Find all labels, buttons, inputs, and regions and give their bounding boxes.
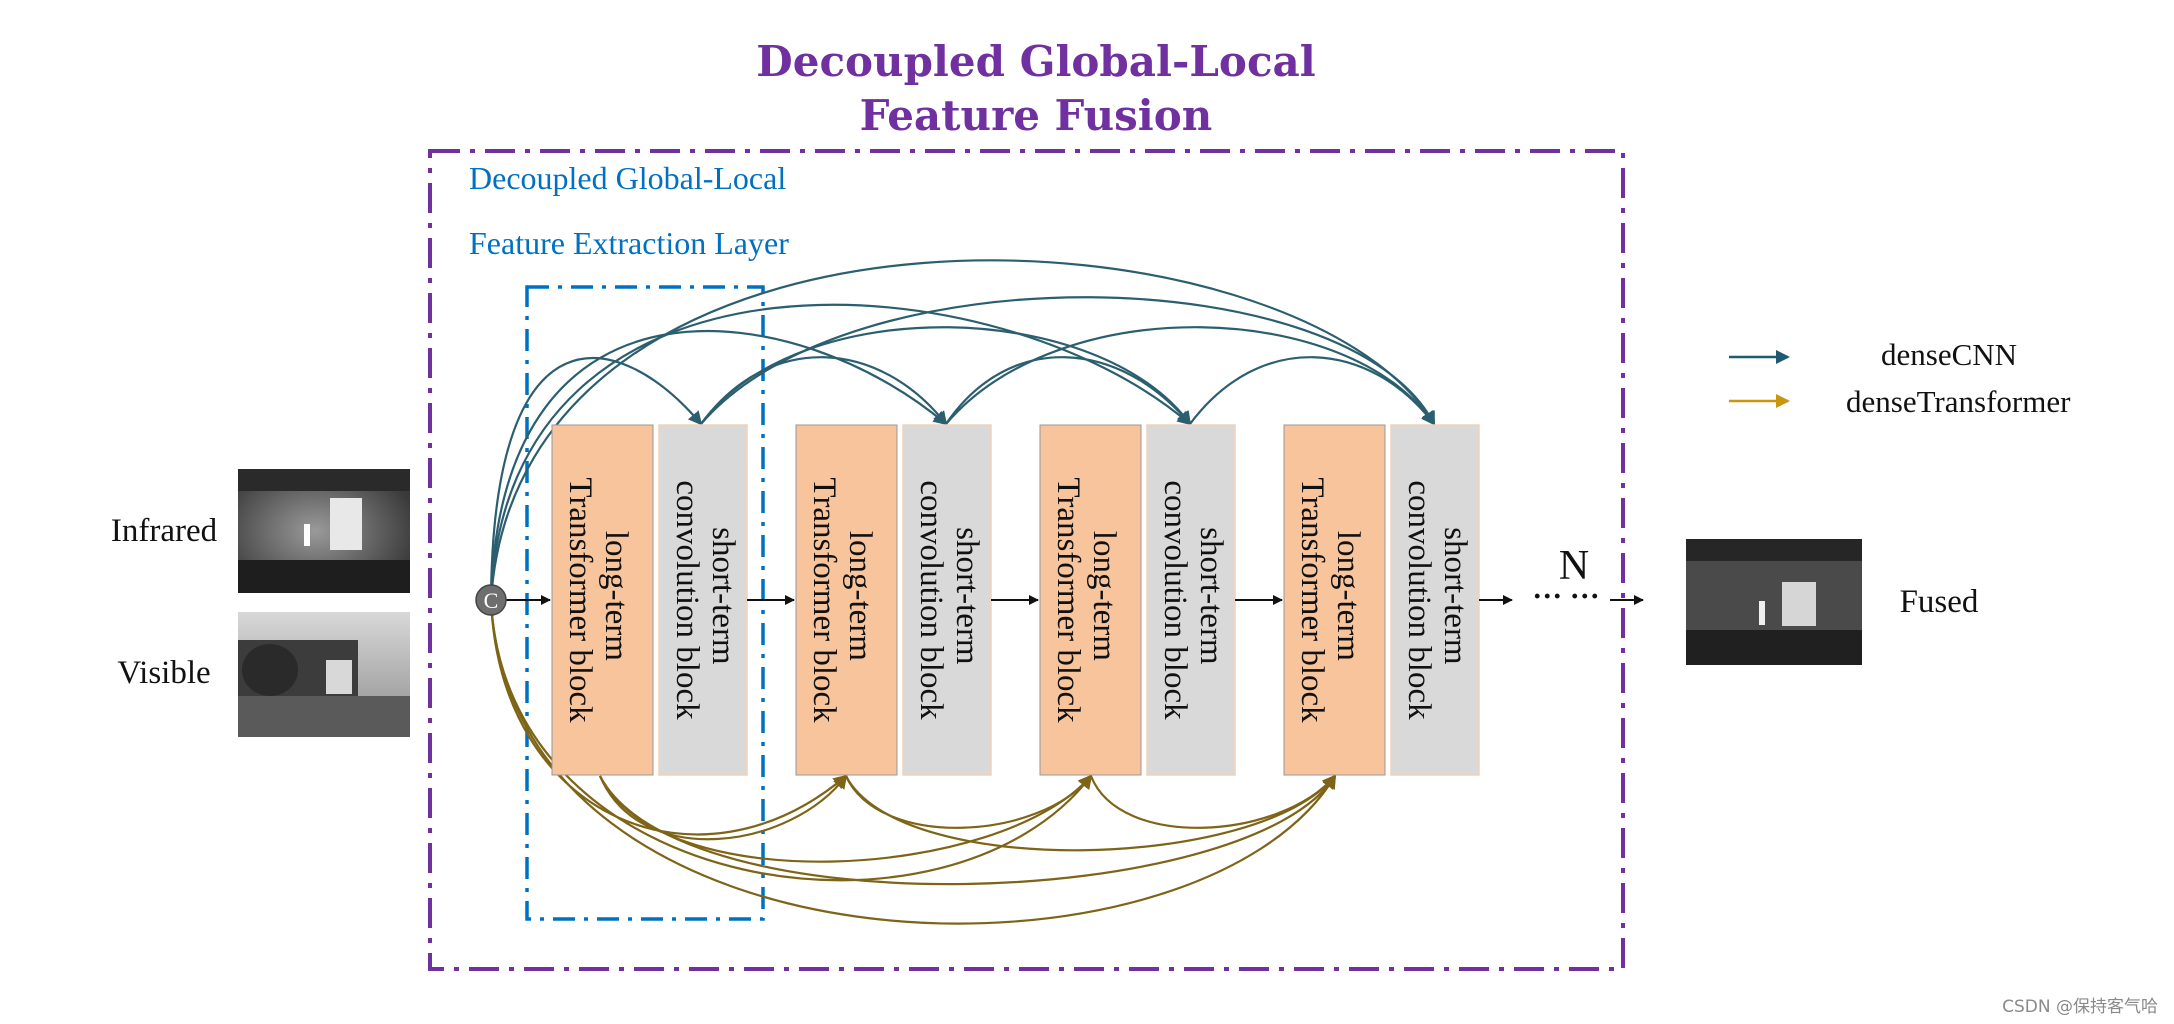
repeat-ellipsis: ··· ··· — [1532, 580, 1600, 613]
dense-transformer-arcs — [489, 599, 1337, 925]
legend-dense-cnn-label: denseCNN — [1881, 337, 2017, 372]
diagram-title-line1: Decoupled Global-Local — [756, 37, 1315, 86]
svg-text:short-term convolution b: short-term convolution block — [669, 480, 741, 720]
block-pair-1: long-term Transformer block short-term c… — [551, 424, 748, 776]
convolution-block-line2: convolution block — [913, 480, 949, 720]
dense-cnn-arc — [489, 259, 1436, 601]
dense-cnn-arc — [1189, 356, 1436, 426]
transformer-block-line2: Transformer block — [1294, 477, 1330, 723]
transformer-block-line2: Transformer block — [562, 477, 598, 723]
convolution-block-line1: short-term — [949, 527, 985, 665]
dense-cnn-arc — [489, 357, 703, 601]
dense-cnn-arc — [945, 356, 1192, 426]
visible-label: Visible — [117, 655, 210, 691]
convolution-block-line1: short-term — [1193, 527, 1229, 665]
dense-cnn-arc — [945, 326, 1436, 426]
block-pair-2: long-term Transformer block short-term c… — [795, 424, 992, 776]
svg-text:long-term Transformer bl: long-term Transformer block — [1294, 477, 1366, 723]
svg-text:long-term Transformer bl: long-term Transformer block — [562, 477, 634, 723]
dense-cnn-arcs — [489, 259, 1436, 601]
transformer-block — [1283, 424, 1386, 776]
infrared-label: Infrared — [111, 513, 218, 549]
extraction-layer-label-line2: Feature Extraction Layer — [469, 225, 789, 261]
svg-text:short-term convolution b: short-term convolution block — [1157, 480, 1229, 720]
convolution-block — [1390, 424, 1480, 776]
svg-text:long-term Transformer bl: long-term Transformer block — [806, 477, 878, 723]
convolution-block-line2: convolution block — [669, 480, 705, 720]
block-pair-4: long-term Transformer block short-term c… — [1283, 424, 1480, 776]
concat-symbol: C — [484, 588, 499, 613]
diagram-title-line2: Feature Fusion — [860, 91, 1213, 140]
extraction-layer-label-line1: Decoupled Global-Local — [469, 160, 786, 196]
convolution-block-line1: short-term — [1437, 527, 1473, 665]
dense-cnn-arc — [700, 326, 1192, 426]
transformer-block-line1: long-term — [598, 531, 634, 661]
dense-transformer-arc — [489, 599, 1093, 882]
dense-transformer-arc — [599, 774, 1337, 886]
dense-cnn-arc — [700, 296, 1435, 426]
legend: denseCNN denseTransformer — [1729, 337, 2071, 419]
dense-transformer-arc — [845, 774, 1337, 852]
convolution-block-line2: convolution block — [1157, 480, 1193, 720]
transformer-block-line2: Transformer block — [1050, 477, 1086, 723]
convolution-block-line2: convolution block — [1401, 480, 1437, 720]
concat-node — [475, 584, 507, 616]
dense-transformer-arc — [1089, 774, 1337, 829]
fused-image — [1686, 539, 1862, 665]
transformer-block-line1: long-term — [1086, 531, 1122, 661]
outer-fusion-border — [428, 149, 1625, 971]
dense-transformer-arc — [845, 774, 1093, 829]
block-pair-3: long-term Transformer block short-term c… — [1039, 424, 1236, 776]
svg-text:short-term convolution b: short-term convolution block — [1401, 480, 1473, 720]
transformer-block — [795, 424, 898, 776]
infrared-image — [238, 469, 410, 593]
svg-text:short-term convolution b: short-term convolution block — [913, 480, 985, 720]
visible-image — [238, 612, 410, 737]
transformer-block-line2: Transformer block — [806, 477, 842, 723]
transformer-block — [551, 424, 654, 776]
legend-dense-transformer-label: denseTransformer — [1846, 384, 2071, 419]
repeat-n-label: N — [1559, 543, 1589, 589]
convolution-block — [1146, 424, 1236, 776]
transformer-block-line1: long-term — [842, 531, 878, 661]
transformer-block-line1: long-term — [1330, 531, 1366, 661]
watermark: CSDN @保持客气哈 — [2002, 997, 2158, 1017]
fused-label: Fused — [1900, 584, 1979, 620]
transformer-block — [1039, 424, 1142, 776]
svg-text:long-term Transformer bl: long-term Transformer block — [1050, 477, 1122, 723]
extraction-layer-border — [525, 285, 765, 921]
dense-transformer-arc — [598, 774, 848, 841]
dense-transformer-arc — [489, 599, 1337, 925]
convolution-block — [902, 424, 992, 776]
convolution-block-line1: short-term — [705, 527, 741, 665]
convolution-block — [658, 424, 748, 776]
